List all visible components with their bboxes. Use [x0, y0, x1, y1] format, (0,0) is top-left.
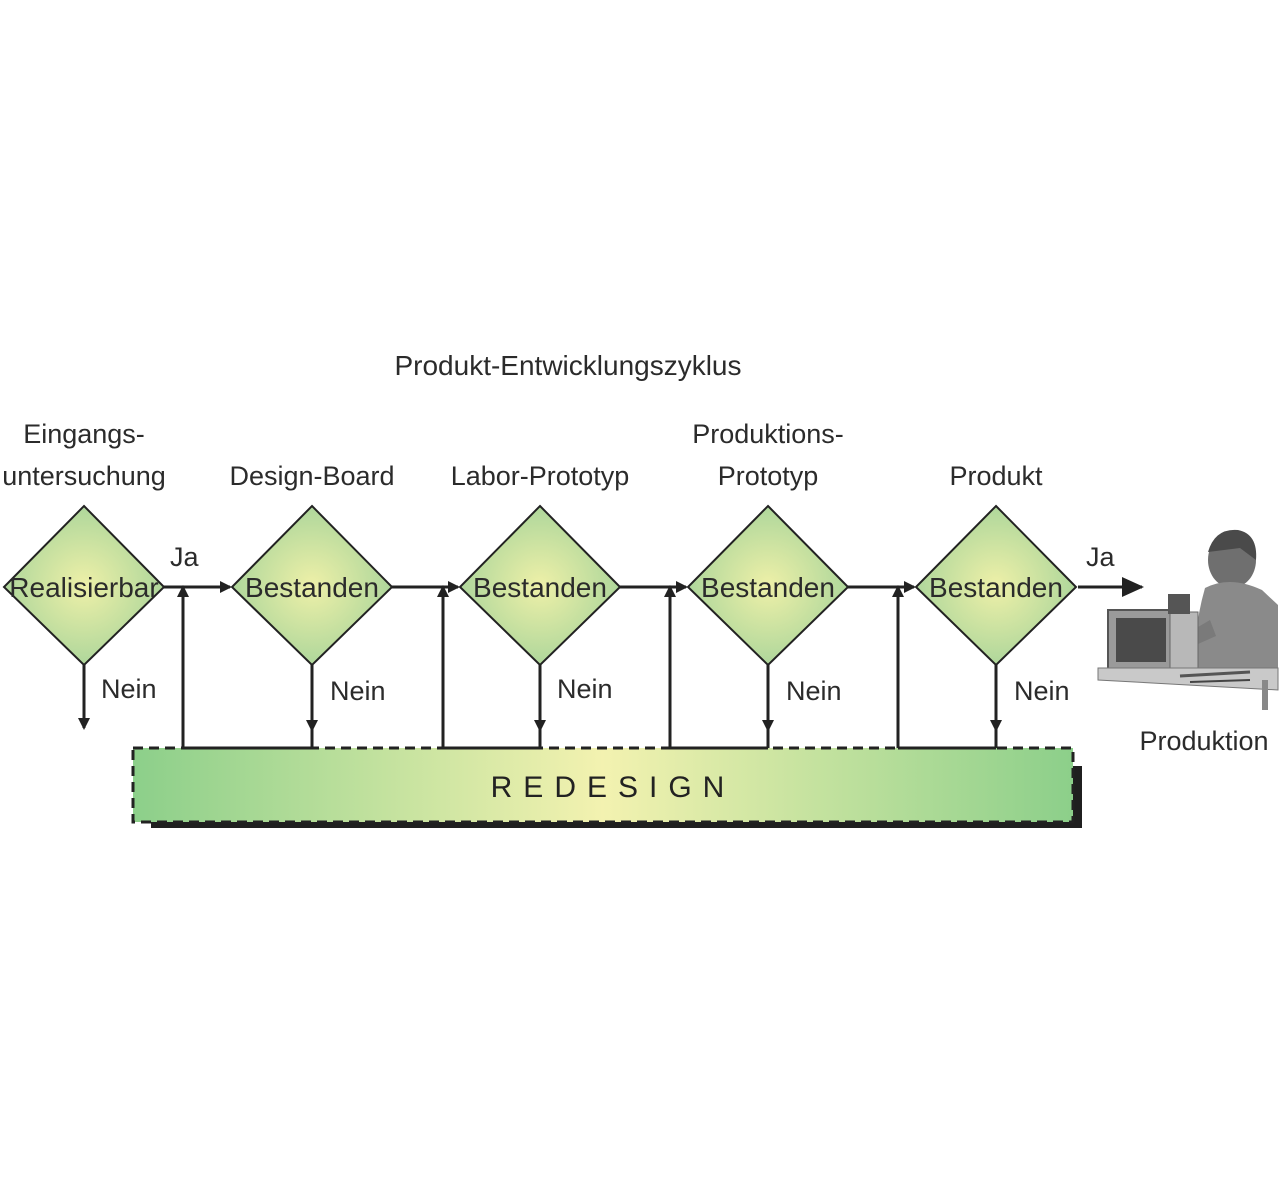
stage-header-5: Produkt [949, 461, 1043, 491]
decision-diamond-3 [458, 504, 622, 667]
yes-label-1: Ja [170, 542, 200, 572]
decision-label-3: Bestanden [473, 572, 607, 603]
decision-label-5: Bestanden [929, 572, 1063, 603]
stage-header-4-line-1: Produktions- [692, 419, 844, 449]
diagram-title: Produkt-Entwicklungszyklus [394, 350, 741, 381]
stage-header-1-line-1: Eingangs- [23, 419, 145, 449]
production-worker-icon [1097, 529, 1279, 710]
decision-diamond-4 [686, 504, 850, 667]
no-label-3: Nein [557, 674, 613, 704]
production-label: Produktion [1139, 726, 1268, 756]
yes-label-5: Ja [1086, 542, 1116, 572]
no-label-4: Nein [786, 676, 842, 706]
stage-header-2: Design-Board [229, 461, 394, 491]
decision-label-2: Bestanden [245, 572, 379, 603]
decision-label-4: Bestanden [701, 572, 835, 603]
no-label-5: Nein [1014, 676, 1070, 706]
stage-header-1-line-2: untersuchung [2, 461, 166, 491]
redesign-bar [131, 746, 1075, 824]
decision-diamond-5 [914, 504, 1078, 667]
stage-header-3: Labor-Prototyp [451, 461, 630, 491]
stage-header-4-line-2: Prototyp [718, 461, 819, 491]
decision-label-1: Realisierbar [9, 572, 158, 603]
no-label-2: Nein [330, 676, 386, 706]
redesign-label: REDESIGN [491, 771, 736, 804]
no-label-1: Nein [101, 674, 157, 704]
decision-diamond-1 [2, 504, 166, 667]
decision-diamond-2 [230, 504, 394, 667]
